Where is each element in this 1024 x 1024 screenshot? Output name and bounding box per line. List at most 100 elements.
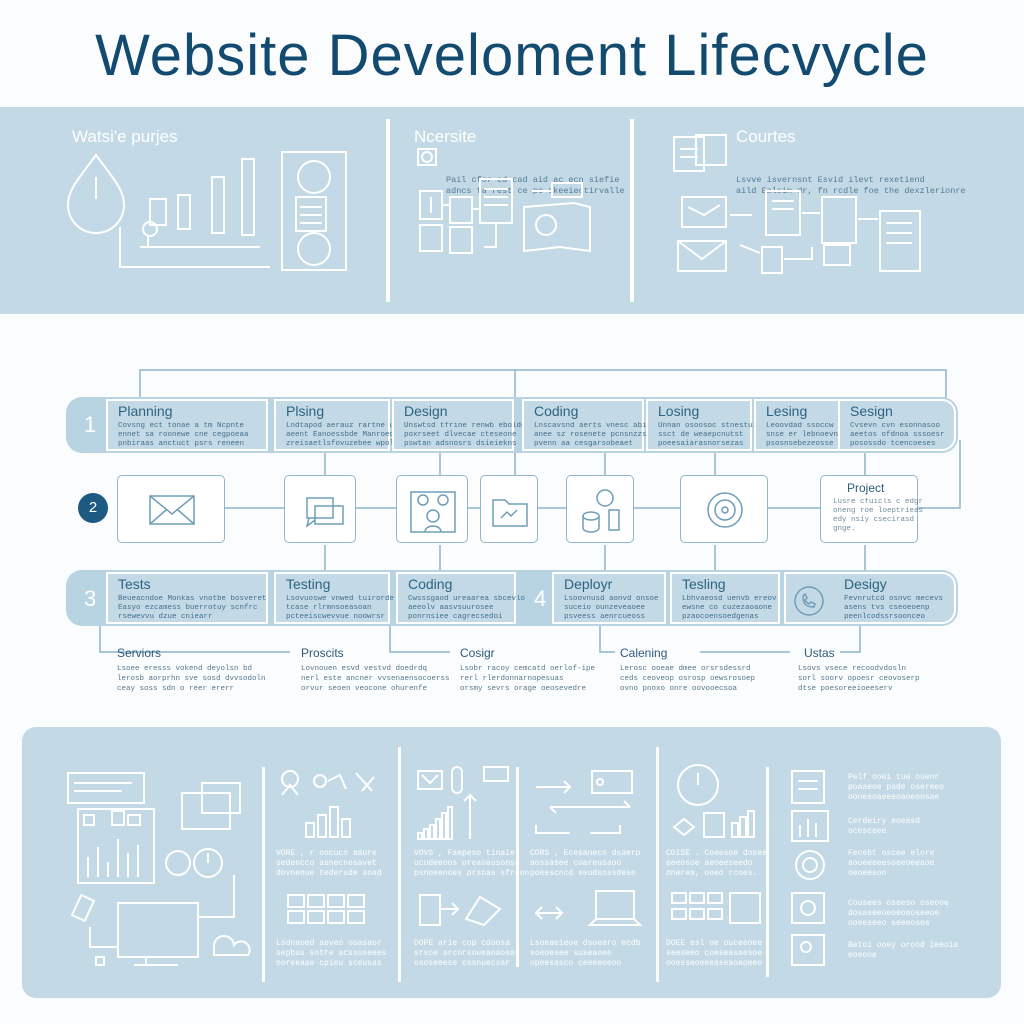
phase-title: Tests	[118, 576, 151, 592]
phase-title: Desigy	[844, 576, 887, 592]
analytics-illustration	[281, 770, 375, 838]
phase-title: Lesing	[766, 403, 808, 419]
top-panel-3-title: Courtes	[736, 127, 796, 146]
phase-title: Planning	[118, 403, 173, 419]
database-icon	[582, 489, 620, 533]
workflow-icon	[419, 894, 502, 927]
flow-label: Calening	[620, 646, 668, 660]
phase-title: Design	[404, 403, 448, 419]
resources-icons	[791, 770, 829, 966]
column-divider	[262, 767, 265, 982]
laptop-icon	[534, 890, 643, 926]
grid-icon	[287, 894, 365, 924]
step-number-4: 4	[534, 586, 547, 611]
column-divider	[656, 747, 659, 982]
page-title: Website Develoment Lifecvycle	[95, 23, 929, 88]
step-number-3: 3	[84, 586, 97, 611]
top-panel-1-title: Watsi'e purjes	[72, 127, 178, 146]
step-number-1: 1	[84, 412, 97, 437]
chat-step-box[interactable]	[284, 475, 356, 543]
database-step-box[interactable]	[566, 475, 634, 543]
timer-illustration	[672, 764, 755, 838]
phase-title: Testing	[286, 576, 331, 592]
phase-title: Coding	[408, 576, 453, 592]
section-divider	[386, 119, 390, 302]
folder-icon	[492, 499, 528, 527]
flow-label: Serviors	[117, 646, 162, 660]
column-divider	[516, 767, 519, 967]
column-divider	[766, 767, 769, 977]
flow-label: Proscits	[301, 646, 344, 660]
chat-icon	[305, 497, 344, 528]
target-icon	[707, 492, 743, 528]
components-icon	[671, 892, 761, 924]
team-step-box[interactable]	[396, 475, 468, 543]
growth-chart-illustration	[417, 766, 509, 840]
target-step-box[interactable]	[680, 475, 768, 543]
top-panel-1-illustration	[66, 151, 347, 271]
section-divider	[630, 119, 634, 302]
phone-icon	[794, 586, 824, 616]
phase-title: Plsing	[286, 403, 325, 419]
top-panel-2-title: Ncersite	[414, 127, 477, 146]
process-illustration	[535, 770, 633, 834]
email-step-box[interactable]	[117, 475, 225, 543]
step-number-2: 2	[78, 493, 108, 523]
phase-title: Sesign	[850, 403, 893, 419]
phase-title: Deployr	[564, 576, 613, 592]
folder-step-box[interactable]	[480, 475, 538, 543]
column-divider	[398, 747, 401, 982]
phase-title: Losing	[658, 403, 700, 419]
envelope-icon	[149, 495, 195, 525]
flow-label: Cosigr	[460, 646, 495, 660]
flow-label: Ustas	[804, 646, 835, 660]
phase-title: Coding	[534, 403, 579, 419]
droplet-icon	[66, 153, 126, 234]
phase-title: Tesling	[682, 576, 726, 592]
top-illustration-band: Watsi'e purjes Ncersite Courtes Pail cfo…	[0, 107, 1024, 314]
top-panel-3-illustration	[673, 134, 921, 274]
